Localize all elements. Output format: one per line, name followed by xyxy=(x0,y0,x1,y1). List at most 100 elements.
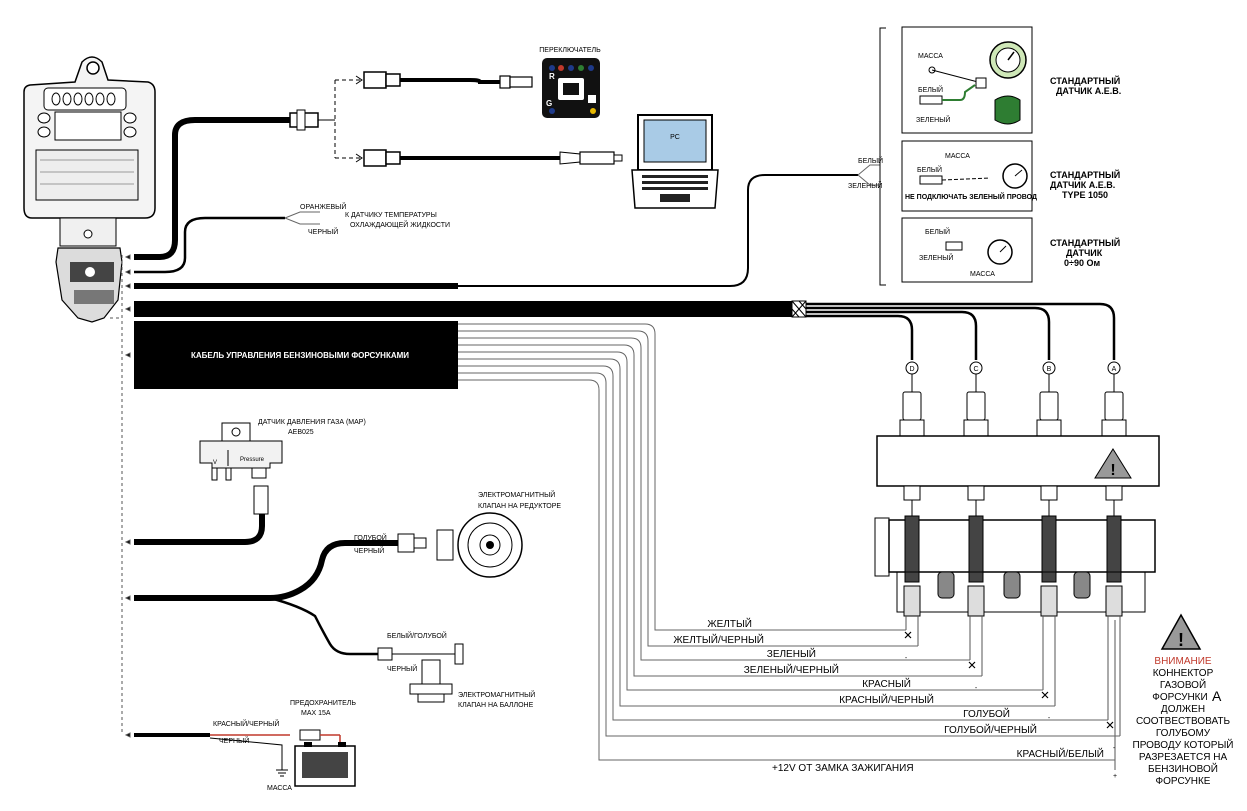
temp-wire-black: ЧЕРНЫЙ xyxy=(308,227,338,236)
fuse-label-1: ПРЕДОХРАНИТЕЛЬ xyxy=(290,700,356,707)
ecu-harness-line xyxy=(110,254,131,738)
wire-label-yellow-black: ЖЕЛТЫЙ/ЧЕРНЫЙ xyxy=(673,633,764,646)
injector-d: D xyxy=(909,366,914,373)
temp-label-1: К ДАТЧИКУ ТЕМПЕРАТУРЫ xyxy=(345,212,437,219)
warning-line-1: КОННЕКТОР xyxy=(1153,668,1214,679)
map-sensor: ДАТЧИК ДАВЛЕНИЯ ГАЗА (MAP) AEB025 V Pres… xyxy=(134,419,366,545)
level-sensor-aeb: МАССА БЕЛЫЙ ЗЕЛЕНЫЙ СТАНДАРТНЫЙ ДАТЧИК A… xyxy=(901,26,1121,134)
wire-label-red-black: КРАСНЫЙ/ЧЕРНЫЙ xyxy=(839,693,934,706)
wire-labels: ЖЕЛТЫЙ ЖЕЛТЫЙ/ЧЕРНЫЙ ЗЕЛЕНЫЙ ЗЕЛЕНЫЙ/ЧЕР… xyxy=(673,617,1104,774)
warning-line-4: ДОЛЖЕН xyxy=(1161,704,1205,715)
s1-massa: МАССА xyxy=(918,53,943,60)
s3-title-1: СТАНДАРТНЫЙ xyxy=(1050,237,1120,248)
tank-label-2: КЛАПАН НА БАЛЛОНЕ xyxy=(458,702,534,709)
wire-polarity: - - - - + xyxy=(905,655,1117,780)
wire-label-yellow: ЖЕЛТЫЙ xyxy=(707,617,752,630)
s1-green: ЗЕЛЕНЫЙ xyxy=(916,115,950,124)
s1-white: БЕЛЫЙ xyxy=(918,85,943,94)
injector-vertical-wires xyxy=(905,616,1121,770)
power-supply: КРАСНЫЙ/ЧЕРНЫЙ ЧЕРНЫЙ ПРЕДОХРАНИТЕЛЬ MAX… xyxy=(134,700,356,792)
s2-title-2: ДАТЧИК A.E.B. xyxy=(1050,180,1115,190)
wire-label-red: КРАСНЫЙ xyxy=(862,677,911,690)
level-sensor-aeb-1050: МАССА БЕЛЫЙ НЕ ПОДКЛЮЧАТЬ ЗЕЛЕНЫЙ ПРОВОД… xyxy=(901,140,1120,212)
reducer-wire-black: ЧЕРНЫЙ xyxy=(354,546,384,555)
pc-laptop: PC xyxy=(631,114,719,209)
commutator-switch: ПЕРЕКЛЮЧАТЕЛЬ R G xyxy=(539,47,601,118)
warning-line-10: ФОРСУНКЕ xyxy=(1156,776,1211,787)
injector-c: C xyxy=(973,366,978,373)
injector-connectors xyxy=(899,374,1127,437)
warning-line-9: БЕНЗИНОВОЙ xyxy=(1148,762,1218,775)
s2-massa: МАССА xyxy=(945,153,970,160)
pc-label: PC xyxy=(670,134,680,141)
wire-label-blue-black: ГОЛУБОЙ/ЧЕРНЫЙ xyxy=(944,723,1037,736)
pol-c: - xyxy=(975,685,978,692)
petrol-injector-cable: КАБЕЛЬ УПРАВЛЕНИЯ БЕНЗИНОВЫМИ ФОРСУНКАМИ xyxy=(134,321,458,389)
reducer-label-2: КЛАПАН НА РЕДУКТОРЕ xyxy=(478,503,561,510)
injector-a: A xyxy=(1112,366,1117,373)
switch-title: ПЕРЕКЛЮЧАТЕЛЬ xyxy=(539,47,601,54)
reducer-valve: ГОЛУБОЙ ЧЕРНЫЙ ЭЛЕКТРОМАГНИТНЫЙ КЛАПАН Н… xyxy=(134,490,561,601)
s3-title-3: 0÷90 Ом xyxy=(1064,258,1100,268)
injector-letters: D C B A xyxy=(905,361,1121,375)
switch-r: R xyxy=(549,72,555,81)
pol-d: - xyxy=(905,655,908,662)
map-v: V xyxy=(213,460,217,466)
injector-rail: ! xyxy=(874,435,1160,617)
s2-warning: НЕ ПОДКЛЮЧАТЬ ЗЕЛЕНЫЙ ПРОВОД xyxy=(905,192,1037,201)
level-sensor-standard: БЕЛЫЙ ЗЕЛЕНЫЙ МАССА СТАНДАРТНЫЙ ДАТЧИК 0… xyxy=(901,217,1120,283)
s3-massa: МАССА xyxy=(970,271,995,278)
s1-title-1: СТАНДАРТНЫЙ xyxy=(1050,75,1120,86)
pol-a: - xyxy=(1113,745,1116,752)
warning-title: ВНИМАНИЕ xyxy=(1154,656,1211,667)
level-wire-white: БЕЛЫЙ xyxy=(858,156,883,165)
warning-line-8: РАЗРЕЗАЕТСЯ НА xyxy=(1139,752,1228,763)
tank-valve: БЕЛЫЙ/ГОЛУБОЙ ЧЕРНЫЙ ЭЛЕКТРОМАГНИТНЫЙ КЛ… xyxy=(269,596,535,709)
warning-line-2: ГАЗОВОЙ xyxy=(1160,678,1206,691)
injector-b: B xyxy=(1047,366,1052,373)
s2-white: БЕЛЫЙ xyxy=(917,165,942,174)
svg-text:!: ! xyxy=(1178,630,1184,650)
warning-line-5: СООТВЕСТВОВАТЬ xyxy=(1136,716,1230,727)
map-pressure: Pressure xyxy=(240,457,265,463)
warning-letter: A xyxy=(1212,688,1222,704)
wire-label-green: ЗЕЛЕНЫЙ xyxy=(767,647,816,660)
diagnostic-cable xyxy=(134,71,623,260)
wire-label-green-black: ЗЕЛЕНЫЙ/ЧЕРНЫЙ xyxy=(744,663,839,676)
reducer-label-1: ЭЛЕКТРОМАГНИТНЫЙ xyxy=(478,490,555,499)
warning-line-3: ФОРСУНКИ xyxy=(1152,692,1207,703)
gas-injector-cable xyxy=(134,300,1116,360)
pol-plus: + xyxy=(1113,773,1117,780)
s2-title-1: СТАНДАРТНЫЙ xyxy=(1050,169,1120,180)
tank-wire-white-blue: БЕЛЫЙ/ГОЛУБОЙ xyxy=(387,631,447,640)
fuse-wire-red-black: КРАСНЫЙ/ЧЕРНЫЙ xyxy=(213,719,279,728)
warning-note: ! ВНИМАНИЕ КОННЕКТОР ГАЗОВОЙ ФОРСУНКИ A … xyxy=(1133,613,1233,787)
wire-label-red-white: КРАСНЫЙ/БЕЛЫЙ xyxy=(1017,747,1104,760)
petrol-cable-label: КАБЕЛЬ УПРАВЛЕНИЯ БЕНЗИНОВЫМИ ФОРСУНКАМИ xyxy=(191,351,409,360)
wire-label-blue: ГОЛУБОЙ xyxy=(963,707,1010,720)
s3-white: БЕЛЫЙ xyxy=(925,227,950,236)
switch-g: G xyxy=(546,99,552,108)
ecu-unit xyxy=(23,56,156,323)
svg-text:!: ! xyxy=(1110,462,1115,479)
level-sensor-cable: БЕЛЫЙ ЗЕЛЕНЫЙ xyxy=(134,27,886,289)
ignition-label: +12V ОТ ЗАМКА ЗАЖИГАНИЯ xyxy=(772,763,914,774)
s3-title-2: ДАТЧИК xyxy=(1066,248,1103,258)
temp-label-2: ОХЛАЖДАЮЩЕЙ ЖИДКОСТИ xyxy=(350,220,450,229)
map-label-2: AEB025 xyxy=(288,429,314,436)
reducer-wire-blue: ГОЛУБОЙ xyxy=(354,533,387,542)
warning-line-6: ГОЛУБОМУ xyxy=(1156,728,1211,739)
tank-label-1: ЭЛЕКТРОМАГНИТНЫЙ xyxy=(458,690,535,699)
map-label-1: ДАТЧИК ДАВЛЕНИЯ ГАЗА (MAP) xyxy=(258,419,366,426)
tank-wire-black: ЧЕРНЫЙ xyxy=(387,664,417,673)
s1-title-2: ДАТЧИК A.E.B. xyxy=(1056,86,1121,96)
temperature-sensor-wiring: ОРАНЖЕВЫЙ ЧЕРНЫЙ К ДАТЧИКУ ТЕМПЕРАТУРЫ О… xyxy=(134,202,450,274)
s3-green: ЗЕЛЕНЫЙ xyxy=(919,253,953,262)
s2-title-3: TYPE 1050 xyxy=(1062,190,1108,200)
pol-b: - xyxy=(1048,715,1051,722)
temp-wire-orange: ОРАНЖЕВЫЙ xyxy=(300,202,346,211)
level-wire-green: ЗЕЛЕНЫЙ xyxy=(848,181,882,190)
petrol-wire-fan xyxy=(458,323,1120,761)
